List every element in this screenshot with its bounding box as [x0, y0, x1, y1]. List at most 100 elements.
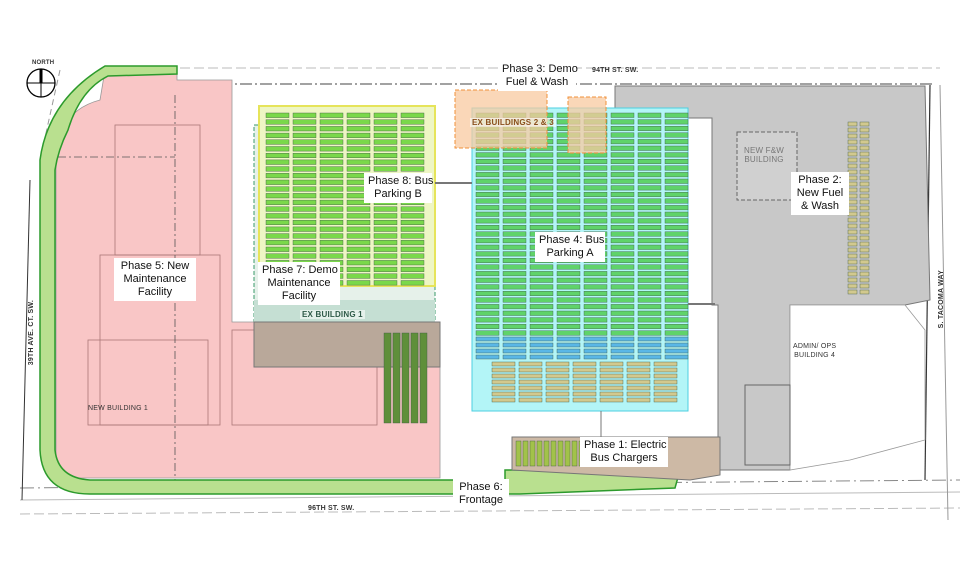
bus-stall — [475, 304, 500, 310]
bus-stall — [664, 165, 689, 171]
bus-stall — [265, 152, 290, 158]
bus-stall — [529, 224, 554, 230]
bus-stall — [664, 145, 689, 151]
bus-stall — [529, 185, 554, 191]
bus-stall — [637, 291, 662, 296]
car-stall — [859, 139, 870, 145]
bus-stall — [475, 277, 500, 283]
bus-stall — [664, 342, 689, 348]
bus-stall — [475, 178, 500, 184]
bus-stall — [583, 297, 608, 303]
bus-stall — [400, 119, 425, 125]
bus-stall — [475, 172, 500, 178]
bus-stall — [518, 379, 543, 385]
car-stall — [859, 223, 870, 229]
bus-stall — [572, 385, 597, 391]
car-stall — [847, 187, 858, 193]
bus-stall — [319, 166, 344, 172]
bus-stall — [610, 258, 635, 263]
bus-stall — [292, 219, 317, 225]
bus-stall — [556, 191, 581, 197]
bus-stall — [583, 277, 608, 283]
bus-stall — [637, 205, 662, 211]
bus-stall — [529, 218, 554, 224]
bus-stall — [265, 173, 290, 179]
bus-stall — [556, 284, 581, 290]
bus-stall — [292, 233, 317, 239]
car-stall — [847, 223, 858, 229]
bus-stall — [475, 271, 500, 277]
bus-stall — [502, 178, 527, 184]
bus-stall — [637, 277, 662, 283]
bus-stall — [664, 185, 689, 191]
bus-stall — [637, 284, 662, 290]
bus-stall — [400, 159, 425, 165]
bus-stall — [664, 310, 689, 316]
bus-stall — [599, 361, 624, 367]
bus-stall — [610, 112, 635, 118]
bus-stall — [292, 173, 317, 179]
bus-stall — [475, 244, 500, 250]
bus-stall — [610, 119, 635, 125]
phase1-line-1: Phase 1: Electric — [584, 439, 667, 451]
bus-stall — [664, 211, 689, 217]
bus-stall — [610, 297, 635, 303]
bus-stall — [556, 271, 581, 277]
bus-stall — [373, 112, 398, 118]
bus-stall — [637, 178, 662, 184]
charger-stall — [571, 440, 578, 467]
bus-stall — [626, 379, 651, 385]
bus-stall — [583, 185, 608, 191]
bus-stall — [502, 348, 527, 354]
bus-stall — [475, 348, 500, 354]
bus-stall — [502, 224, 527, 230]
new-fw-building — [736, 131, 798, 201]
bus-stall — [373, 159, 398, 165]
car-stall — [859, 241, 870, 247]
car-stall — [859, 253, 870, 259]
phase2-line-2: New Fuel — [796, 187, 844, 199]
bus-stall — [556, 205, 581, 211]
bus-stall — [637, 224, 662, 230]
bus-stall — [346, 266, 371, 272]
phase2-label: Phase 2: New Fuel & Wash — [791, 172, 849, 215]
bus-stall — [319, 233, 344, 239]
bus-stall — [491, 385, 516, 391]
bus-stall — [475, 354, 500, 360]
bus-stall — [610, 271, 635, 277]
bus-stall — [610, 238, 635, 244]
bus-stall — [346, 159, 371, 165]
maintenance-stalls — [383, 332, 428, 424]
bus-stall — [637, 244, 662, 250]
street-label-tacoma: S. TACOMA WAY — [938, 270, 945, 329]
bus-stall — [583, 330, 608, 336]
car-stall — [847, 253, 858, 259]
bus-stall — [292, 240, 317, 246]
bus-stall — [610, 132, 635, 138]
car-stall — [859, 205, 870, 211]
bus-stall — [637, 172, 662, 178]
car-stall — [859, 145, 870, 151]
bus-stall — [556, 304, 581, 310]
ex-buildings-2-3-east — [567, 96, 607, 154]
bus-stall — [556, 291, 581, 296]
bus-stall — [637, 310, 662, 316]
bus-stall — [292, 112, 317, 118]
bus-stall — [637, 336, 662, 342]
bus-stall — [265, 219, 290, 225]
bus-stall — [583, 191, 608, 197]
phase1-charger-stalls — [515, 440, 585, 467]
bus-stall — [556, 342, 581, 348]
phase4-label: Phase 4: Bus Parking A — [535, 232, 605, 262]
bus-stall — [400, 213, 425, 219]
bus-stall — [545, 397, 570, 403]
bus-stall — [529, 304, 554, 310]
bus-stall — [346, 253, 371, 259]
car-stall — [847, 127, 858, 133]
bus-stall — [599, 391, 624, 397]
phase8-label: Phase 8: Bus Parking B — [364, 173, 433, 203]
bus-stall — [529, 310, 554, 316]
phase5-line-3: Facility — [137, 286, 173, 298]
bus-stall — [400, 280, 425, 286]
